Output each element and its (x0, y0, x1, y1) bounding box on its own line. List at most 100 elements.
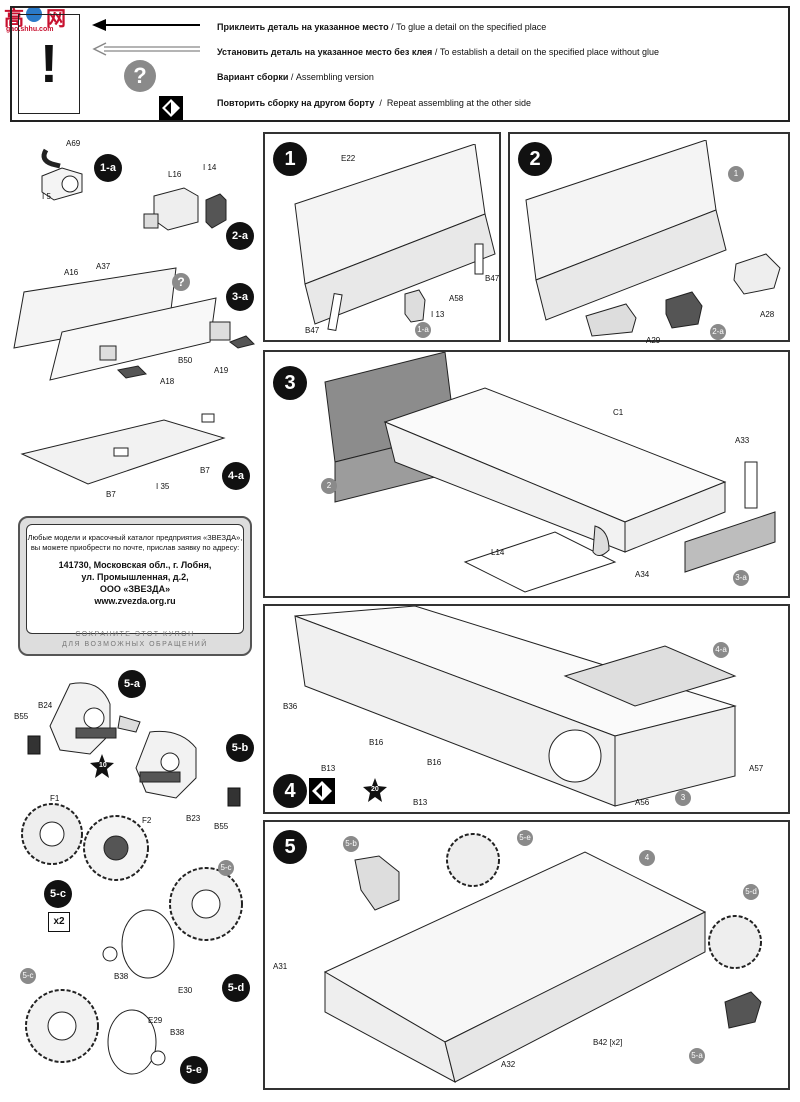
part-A19: A19 (214, 366, 229, 375)
step-4-badge: 4 (273, 774, 307, 808)
subassembly-3a-drawing (13, 267, 255, 381)
legend-row-variant: Вариант сборки / Assembling version (217, 72, 374, 82)
part-A16: A16 (64, 268, 79, 277)
quantity-x2-badge: x2 (48, 912, 70, 932)
repeat-side-icon-step4 (309, 778, 335, 804)
legend-box: ! ? Приклеить деталь на указанное место … (10, 6, 790, 122)
ref-5d-badge: 5-d (743, 884, 759, 900)
part-A58: A58 (449, 294, 464, 303)
part-B16-b: B16 (427, 758, 442, 767)
coupon-text: Любые модели и красочный каталог предпри… (27, 533, 243, 552)
part-B55-b: B55 (214, 822, 229, 831)
part-B7-a: B7 (200, 466, 210, 475)
ref-4-badge: 4 (639, 850, 655, 866)
variant-question-icon: ? (172, 273, 190, 291)
part-B13-b: B13 (413, 798, 428, 807)
part-F2: F2 (142, 816, 152, 825)
part-I14: I 14 (203, 163, 217, 172)
step-1-drawing (294, 144, 496, 332)
step-2-badge: 2 (518, 142, 552, 176)
step-3-badge: 3 (273, 366, 307, 400)
repeat-side-icon (159, 96, 183, 120)
part-B13-a: B13 (321, 764, 336, 773)
part-I35: I 35 (156, 482, 170, 491)
logo-char-2: 网 (46, 8, 66, 30)
ref-5a-badge: 5-a (689, 1048, 705, 1064)
part-A57: A57 (749, 764, 764, 773)
step-3-drawing (324, 352, 776, 593)
part-B36: B36 (283, 702, 298, 711)
part-B38-b: B38 (170, 1028, 185, 1037)
part-A32: A32 (501, 1060, 516, 1069)
step-5-badge: 5 (273, 830, 307, 864)
part-A29: A29 (646, 336, 661, 345)
step-4-panel: 4 4-a B36 B16 B16 B13 B13 20 A56 3 A57 (263, 604, 790, 814)
part-B50: B50 (178, 356, 193, 365)
part-B7-b: B7 (106, 490, 116, 499)
legend-row-glue: Приклеить деталь на указанное место / To… (217, 22, 547, 32)
step-5-drawing (323, 833, 762, 1083)
substep-2a-badge: 2-a (226, 222, 254, 250)
variant-icon: ? (124, 60, 156, 92)
subassembly-4a-drawing (20, 413, 226, 485)
ref-4a-badge: 4-a (713, 642, 729, 658)
star-10-icon (90, 754, 114, 778)
part-I13: I 13 (431, 310, 445, 319)
legend-row-repeat: Повторить сборку на другом борту / Repea… (217, 98, 531, 108)
subassembly-5d-drawing (102, 867, 243, 979)
substep-5a-badge: 5-a (118, 670, 146, 698)
step-1-panel: 1 E22 B47 B47 A58 I 13 1-a (263, 132, 501, 342)
subassembly-5e-drawing (25, 989, 166, 1075)
coupon-box: Любые модели и красочный каталог предпри… (18, 516, 252, 656)
no-glue-arrow-icon (92, 42, 200, 56)
part-E30: E30 (178, 986, 193, 995)
logo-site: gao.shhu.com (6, 26, 54, 33)
star-20-label: 20 (371, 786, 379, 793)
step-1-badge: 1 (273, 142, 307, 176)
ref-5e-badge: 5-e (517, 830, 533, 846)
part-A28: A28 (760, 310, 775, 319)
attention-icon: ! (40, 34, 58, 94)
ref-2-badge: 2 (321, 478, 337, 494)
ref-1a-badge: 1-a (415, 322, 431, 338)
part-B23: B23 (186, 814, 201, 823)
step-2-panel: 2 1 A28 A29 2-a (508, 132, 790, 345)
part-B42: B42 [x2] (593, 1038, 623, 1047)
coupon-address: 141730, Московская обл., г. Лобня,ул. Пр… (58, 560, 212, 606)
step-4-drawing (294, 606, 737, 807)
subassembly-2a-drawing (143, 187, 227, 231)
part-B16-a: B16 (369, 738, 384, 747)
part-E29: E29 (148, 1016, 163, 1025)
substep-5d-badge: 5-d (222, 974, 250, 1002)
part-E22: E22 (341, 154, 356, 163)
ref-5c-badge-1: 5-c (218, 860, 234, 876)
site-logo: 高 网 gao.shhu.com (4, 4, 70, 34)
subassembly-5c-drawing (21, 803, 149, 881)
attention-box: ! (18, 14, 80, 114)
substep-3a-badge: 3-a (226, 283, 254, 311)
part-A69: A69 (66, 139, 81, 148)
substep-1a-badge: 1-a (94, 154, 122, 182)
substep-5c-badge: 5-c (44, 880, 72, 908)
star-10-label: 10 (99, 762, 107, 769)
part-L16: L16 (168, 170, 182, 179)
ref-3-badge: 3 (675, 790, 691, 806)
subassembly-1a-drawing (41, 148, 83, 201)
legend-row-noglue: Установить деталь на указанное место без… (217, 47, 659, 57)
part-A31: A31 (273, 962, 288, 971)
part-B55-a: B55 (14, 712, 29, 721)
subassembly-5a-drawing (27, 682, 141, 755)
ref-2a-badge: 2-a (710, 324, 726, 340)
substep-4a-badge: 4-a (222, 462, 250, 490)
part-A37: A37 (96, 262, 111, 271)
ref-1-badge: 1 (728, 166, 744, 182)
step-5-panel: 5 5-b 5-e 4 5-d 5-a A31 B42 [x2] A32 (263, 820, 790, 1090)
logo-char: 高 (4, 8, 24, 30)
part-A18: A18 (160, 377, 175, 386)
part-A34: A34 (635, 570, 650, 579)
step-3-panel: 3 2 C1 A33 L14 A34 3-a (263, 350, 790, 598)
part-F1: F1 (50, 794, 60, 803)
ref-5c-badge-2: 5-c (20, 968, 36, 984)
substep-5b-badge: 5-b (226, 734, 254, 762)
